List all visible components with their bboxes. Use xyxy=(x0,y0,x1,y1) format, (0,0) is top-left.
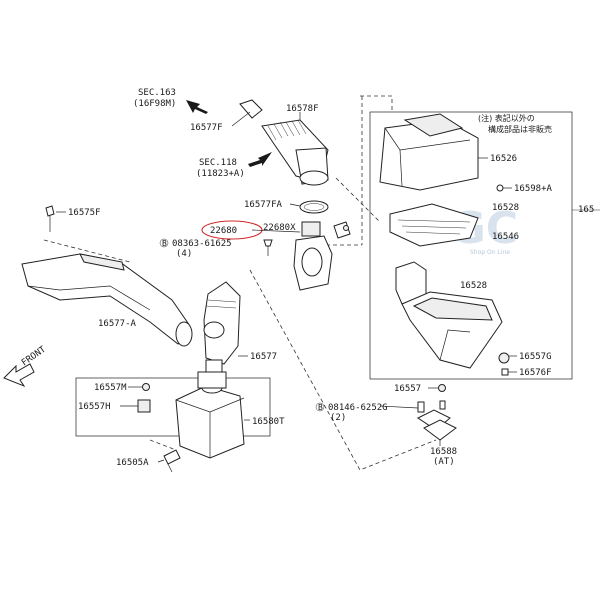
clip-icon xyxy=(45,205,55,217)
arrow-icon xyxy=(186,100,208,114)
rubber-mount-icon xyxy=(498,352,510,364)
arrow-icon xyxy=(248,152,272,167)
resonator-hose-group: 16577 xyxy=(203,281,277,385)
resonator-box-group: 16557M 16557H 16580T 16505A xyxy=(75,371,285,473)
dash-to-box xyxy=(335,177,381,223)
label-16577fa: 16577FA xyxy=(244,200,283,210)
label-16577f: 16577F xyxy=(190,123,223,133)
dash-lower xyxy=(249,269,437,471)
maf-connector xyxy=(301,221,321,237)
svg-text:B: B xyxy=(162,239,167,248)
label-16578f: 16578F xyxy=(286,104,319,114)
intake-duct-group: SEC.163 (16F98M) 16577F 16578F SEC.118 (… xyxy=(133,88,351,291)
label-22680: 22680 xyxy=(210,226,237,236)
label-08363: 08363-61625 xyxy=(172,239,232,249)
upper-cover-edge-2 xyxy=(399,149,403,187)
label-sec163: SEC.163 xyxy=(138,88,176,98)
resonator-duct-group: 16575F 16577-A FRONT xyxy=(3,205,193,388)
label-16598a: 16598+A xyxy=(514,184,553,194)
bolt-icon xyxy=(142,383,150,391)
duct-flange xyxy=(239,99,263,119)
duct-outlet xyxy=(299,170,329,186)
label-16576f: 16576F xyxy=(519,368,552,378)
label-16575f: 16575F xyxy=(68,208,101,218)
air-cleaner-group: 165 (注) 表記以外の 構成部品は非販売 16526 16598+A 165… xyxy=(369,111,600,380)
bolt-icon xyxy=(163,449,181,465)
label-16588: 16588 xyxy=(430,447,457,457)
bolt-symbol xyxy=(159,238,169,248)
label-sec118-ref: (11823+A) xyxy=(196,169,245,179)
label-16505a: 16505A xyxy=(116,458,149,468)
hose-ribs xyxy=(267,119,307,141)
filter-frame xyxy=(389,203,479,247)
upper-cover-top xyxy=(403,113,464,137)
duct-outlet-left xyxy=(175,321,193,347)
label-16557g: 16557G xyxy=(519,352,552,362)
grommet-icon xyxy=(501,368,509,376)
label-16580t: 16580T xyxy=(252,417,285,427)
resonator-hose xyxy=(203,281,241,365)
label-sec118: SEC.118 xyxy=(199,158,237,168)
resonator-duct xyxy=(21,253,191,345)
clip-icon xyxy=(496,184,504,192)
lower-case-rim xyxy=(412,297,493,321)
bolt-08146-group: B 08146-6252G (2) xyxy=(315,401,425,423)
label-16526: 16526 xyxy=(490,154,517,164)
label-sec163-ref: (16F98M) xyxy=(133,99,176,109)
bolt-symbol xyxy=(315,402,325,412)
lower-mount-group: 16557 16588 (AT) xyxy=(394,384,457,467)
label-16528-top: 16528 xyxy=(492,203,519,213)
watermark-sub: Shop On Line xyxy=(470,249,510,256)
label-16528-lower: 16528 xyxy=(460,281,487,291)
bolt-icon xyxy=(263,239,273,247)
label-16546: 16546 xyxy=(492,232,519,242)
lower-case-edge xyxy=(439,329,471,361)
note-line-1: (注) 表記以外の xyxy=(478,113,535,123)
label-front: FRONT xyxy=(20,344,48,368)
bolt-icon xyxy=(417,401,425,413)
label-08363-qty: (4) xyxy=(176,249,192,259)
maf-bore xyxy=(301,247,323,277)
hose-clamp xyxy=(299,200,329,214)
label-16557m: 16557M xyxy=(94,383,127,393)
air-cleaner-frame xyxy=(369,111,573,380)
label-16557h: 16557H xyxy=(78,402,111,412)
highlight-22680 xyxy=(201,220,263,240)
bolt-icon xyxy=(438,384,446,392)
resonator-frame xyxy=(75,377,271,437)
dash-top xyxy=(360,95,393,112)
label-165-edge: 165 xyxy=(578,205,594,215)
grommet-icon xyxy=(137,399,151,413)
label-16577a: 16577-A xyxy=(98,319,137,329)
svg-text:B: B xyxy=(318,403,323,412)
label-22680x: 22680X xyxy=(263,223,296,233)
filter-pleats xyxy=(397,219,471,235)
label-08146-qty: (2) xyxy=(330,413,346,423)
label-08146: 08146-6252G xyxy=(328,403,388,413)
note-line-2: 構成部品は非販売 xyxy=(488,124,552,134)
label-16577: 16577 xyxy=(250,352,277,362)
front-arrow-icon xyxy=(3,363,35,388)
label-16557: 16557 xyxy=(394,384,421,394)
label-16588-note: (AT) xyxy=(433,457,455,467)
